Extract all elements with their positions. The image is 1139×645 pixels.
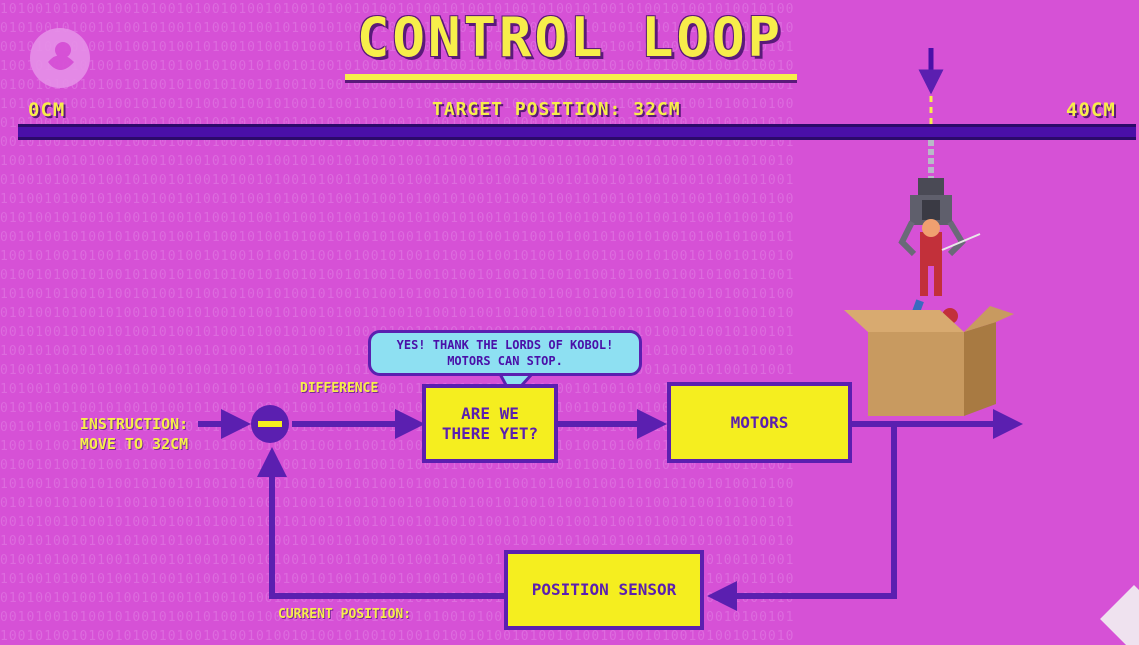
instruction-line-2: MOVE TO 32CM xyxy=(79,435,189,453)
bubble-line-2: MOTORS CAN STOP. xyxy=(447,354,563,368)
feedback-to-sensor-arrow xyxy=(707,424,897,611)
cardboard-box-icon xyxy=(844,306,1014,416)
page-title: CONTROL LOOP xyxy=(356,6,784,69)
target-position-label: TARGET POSITION: 32CM xyxy=(432,99,681,120)
question-line-1: ARE WE xyxy=(461,403,519,423)
claw-icon xyxy=(898,140,966,257)
are-we-there-yet-block: ARE WE THERE YET? xyxy=(422,384,558,463)
feedback-to-comparator-arrow xyxy=(257,447,504,599)
question-line-2: THERE YET? xyxy=(441,423,539,443)
speech-bubble: YES! THANK THE LORDS OF KOBOL! MOTORS CA… xyxy=(368,330,642,376)
difference-label: DIFFERENCE xyxy=(300,381,379,396)
instruction-line-1: INSTRUCTION: xyxy=(79,415,189,433)
position-sensor-block: POSITION SENSOR xyxy=(504,550,704,630)
title-underline xyxy=(345,74,797,80)
position-ruler xyxy=(18,124,1136,140)
ruler-max-label: 40CM xyxy=(1066,99,1116,121)
instruction-label: INSTRUCTION: MOVE TO 32CM xyxy=(70,414,198,454)
bubble-line-1: YES! THANK THE LORDS OF KOBOL! xyxy=(396,338,614,352)
ruler-min-label: 0CM xyxy=(28,99,66,121)
pbs-logo-icon xyxy=(30,28,90,88)
current-position-label: CURRENT POSITION: xyxy=(278,607,412,622)
minus-comparator-icon xyxy=(251,405,289,443)
motors-block: MOTORS xyxy=(667,382,852,463)
